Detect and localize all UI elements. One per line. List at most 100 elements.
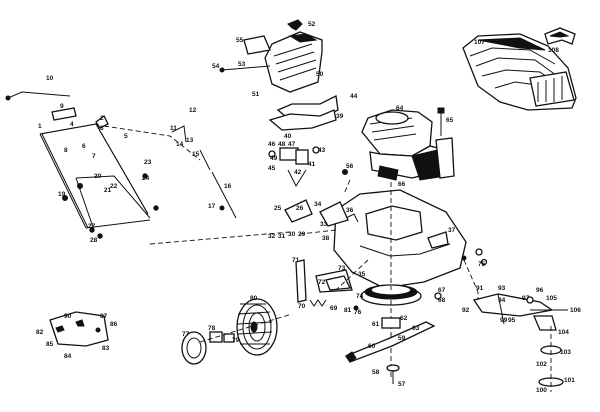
part-number-27: 27 (88, 223, 96, 230)
part-number-64: 64 (396, 105, 404, 112)
lower-handle-bolts (62, 173, 159, 239)
part-number-71: 71 (292, 257, 300, 264)
part-number-55: 55 (236, 37, 244, 44)
bag-handle[interactable] (544, 27, 576, 45)
part-number-70: 70 (298, 303, 306, 310)
part-number-48: 48 (278, 141, 286, 148)
part-number-16: 16 (224, 183, 232, 190)
part-number-8: 8 (64, 147, 68, 154)
blade-bolt-washers (381, 317, 401, 384)
part-number-75: 75 (478, 261, 486, 268)
part-number-24: 24 (142, 175, 150, 182)
part-number-106: 106 (570, 307, 581, 314)
part-number-29: 29 (298, 231, 306, 238)
discharge-flap[interactable] (264, 31, 323, 93)
part-number-52: 52 (308, 21, 316, 28)
part-number-4: 4 (70, 121, 74, 128)
part-number-2: 2 (100, 115, 104, 122)
engine[interactable] (361, 109, 455, 181)
part-number-51: 51 (252, 91, 260, 98)
grass-catcher-bag[interactable] (462, 33, 577, 111)
part-number-49: 49 (270, 155, 278, 162)
part-number-86: 86 (110, 321, 118, 328)
part-number-17: 17 (208, 203, 216, 210)
part-number-72: 72 (318, 279, 326, 286)
wheel-hubcap (181, 331, 207, 365)
part-number-1: 1 (38, 123, 42, 130)
part-number-103: 103 (560, 349, 571, 356)
flap-spring-parts (268, 146, 320, 188)
throttle-cable (199, 149, 237, 219)
handle-grip (51, 107, 77, 121)
part-number-40: 40 (284, 133, 292, 140)
part-number-36: 36 (346, 207, 354, 214)
front-height-lever[interactable] (295, 259, 353, 303)
part-number-77: 77 (182, 331, 190, 338)
part-number-9: 9 (60, 103, 64, 110)
part-number-63: 63 (412, 325, 420, 332)
flap-bracket[interactable] (268, 95, 339, 131)
part-number-12: 12 (189, 107, 197, 114)
part-number-21: 21 (104, 187, 112, 194)
part-number-42: 42 (294, 169, 302, 176)
part-number-10: 10 (46, 75, 54, 82)
mower-deck[interactable] (333, 189, 467, 289)
part-number-100: 100 (536, 387, 547, 394)
part-number-99: 99 (500, 317, 508, 324)
upper-handle[interactable] (39, 123, 151, 229)
part-number-50: 50 (316, 71, 324, 78)
part-number-68: 68 (438, 297, 446, 304)
part-number-66: 66 (398, 181, 406, 188)
throttle-lever[interactable] (95, 115, 201, 161)
flap-hook (287, 19, 303, 31)
part-number-102: 102 (536, 361, 547, 368)
part-number-79: 79 (232, 337, 240, 344)
part-number-38: 38 (322, 235, 330, 242)
part-number-59: 59 (398, 335, 406, 342)
part-number-65: 65 (446, 117, 454, 124)
part-number-96: 96 (536, 287, 544, 294)
part-number-33: 33 (320, 221, 328, 228)
part-number-22: 22 (110, 183, 118, 190)
engine-mount-bolts (342, 169, 442, 311)
part-number-5: 5 (124, 133, 128, 140)
part-number-107: 107 (474, 39, 485, 46)
part-number-97: 97 (522, 295, 530, 302)
part-number-78: 78 (208, 325, 216, 332)
part-number-41: 41 (308, 161, 316, 168)
part-number-84: 84 (64, 353, 72, 360)
part-number-67: 67 (438, 287, 446, 294)
part-number-92: 92 (462, 307, 470, 314)
part-number-14: 14 (176, 141, 184, 148)
cutting-blade[interactable] (345, 321, 436, 363)
part-number-11: 11 (170, 125, 177, 132)
part-number-28: 28 (90, 237, 98, 244)
part-number-62: 62 (400, 315, 408, 322)
part-number-101: 101 (564, 377, 575, 384)
part-number-90: 90 (64, 313, 72, 320)
part-number-61: 61 (372, 321, 380, 328)
part-number-85: 85 (46, 341, 54, 348)
part-number-57: 57 (398, 381, 406, 388)
part-number-91: 91 (476, 285, 484, 292)
part-number-104: 104 (558, 329, 569, 336)
warning-sticker (243, 35, 271, 55)
engine-bolt (437, 107, 445, 136)
cable-clip (171, 125, 187, 143)
cable-handle-bar[interactable] (5, 91, 71, 101)
part-number-87: 87 (100, 313, 108, 320)
height-adjust-bracket[interactable] (284, 199, 349, 227)
part-number-108: 108 (548, 47, 559, 54)
part-number-60: 60 (368, 343, 376, 350)
part-number-43: 43 (318, 147, 326, 154)
part-number-80: 80 (250, 295, 258, 302)
part-number-76: 76 (354, 309, 362, 316)
part-number-26: 26 (296, 205, 304, 212)
part-number-37: 37 (448, 227, 456, 234)
part-number-19: 19 (58, 191, 66, 198)
part-number-83: 83 (102, 345, 110, 352)
part-number-20: 20 (94, 173, 102, 180)
wheel-height-bracket[interactable] (49, 311, 109, 347)
front-wheel[interactable] (236, 298, 278, 356)
